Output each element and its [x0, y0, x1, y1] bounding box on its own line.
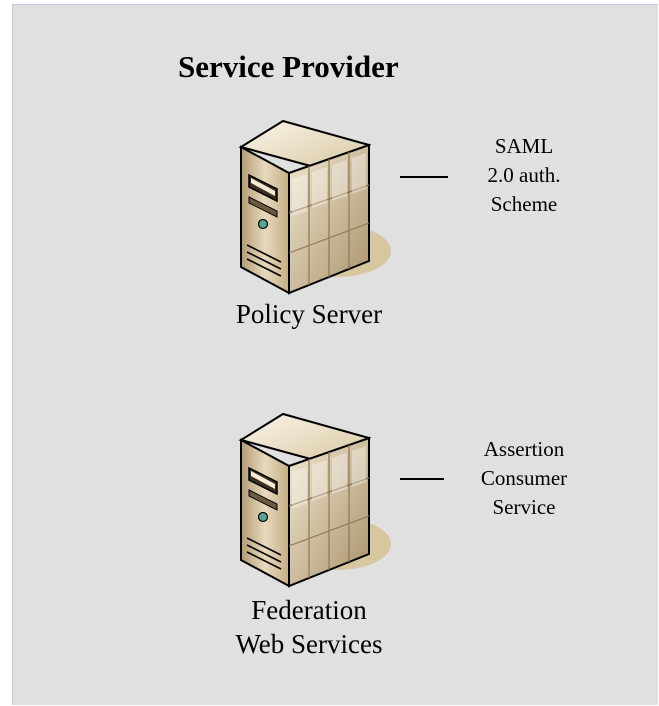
- node-label-line: Web Services: [235, 629, 383, 659]
- connector-line: [400, 478, 444, 480]
- node-label: Policy Server: [199, 297, 419, 331]
- annotation-line: Assertion: [483, 437, 565, 461]
- server-tower-icon: [219, 117, 399, 303]
- annotation-line: SAML: [494, 134, 554, 158]
- node-label: Federation Web Services: [199, 593, 419, 661]
- diagram-title: Service Provider: [178, 49, 399, 84]
- node-label-line: Federation: [251, 595, 367, 625]
- connector-line: [400, 176, 448, 178]
- node-annotation: Assertion Consumer Service: [459, 435, 589, 522]
- node-label-line: Policy Server: [235, 299, 383, 329]
- node-annotation: SAML 2.0 auth. Scheme: [459, 132, 589, 219]
- annotation-line: 2.0 auth.: [487, 163, 561, 187]
- annotation-line: Scheme: [490, 192, 558, 216]
- server-tower-icon: [219, 410, 399, 596]
- diagram-panel: Service Provider: [12, 4, 658, 705]
- annotation-line: Consumer: [480, 466, 568, 490]
- annotation-line: Service: [492, 495, 556, 519]
